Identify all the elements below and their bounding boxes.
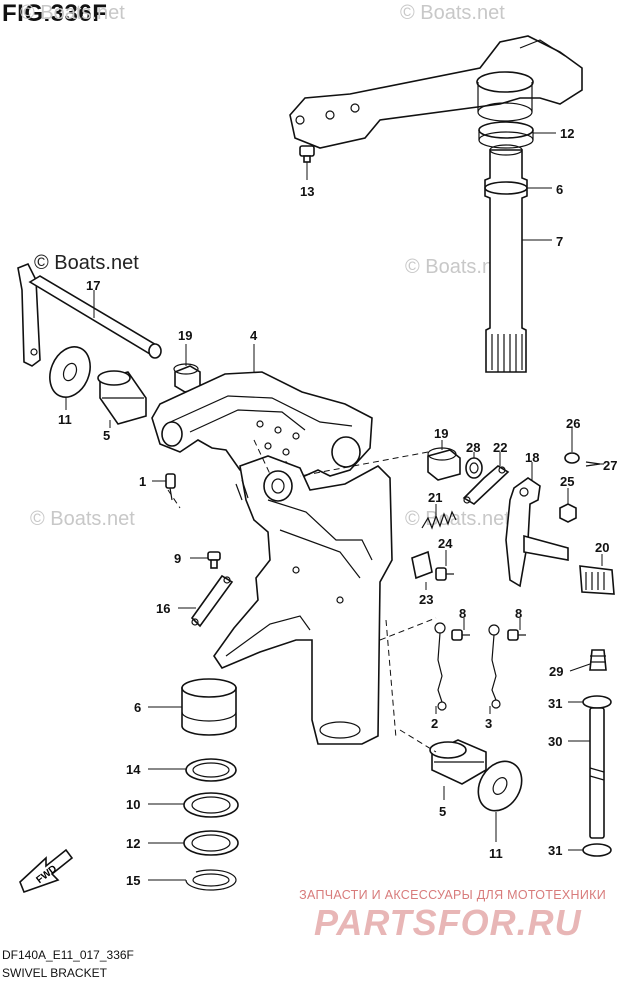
bolt-24 bbox=[435, 567, 454, 581]
callout: 6 bbox=[556, 182, 563, 197]
callout: 30 bbox=[548, 734, 562, 749]
grease-nipple-29 bbox=[589, 649, 607, 671]
callout: 20 bbox=[595, 540, 609, 555]
link-22 bbox=[462, 465, 510, 505]
washer-12 bbox=[478, 121, 534, 149]
callout: 17 bbox=[86, 278, 100, 293]
clip-31-upper bbox=[582, 695, 612, 709]
callout: 9 bbox=[174, 551, 181, 566]
pin-27 bbox=[585, 461, 601, 467]
washer-26 bbox=[564, 452, 580, 464]
callout: 2 bbox=[431, 716, 438, 731]
nut-25 bbox=[559, 503, 577, 523]
callout: 5 bbox=[103, 428, 110, 443]
callout: 29 bbox=[549, 664, 563, 679]
washer-12-lower bbox=[183, 830, 239, 856]
lever-16 bbox=[190, 574, 234, 628]
promo-logo: PARTSFOR.RU bbox=[314, 902, 582, 943]
callout: 19 bbox=[434, 426, 448, 441]
part-28 bbox=[465, 457, 483, 479]
callout: 21 bbox=[428, 490, 442, 505]
callout: 12 bbox=[560, 126, 574, 141]
bolt-8-right bbox=[507, 629, 526, 641]
bushing-6 bbox=[181, 678, 237, 736]
watermark: © Boats.net bbox=[30, 508, 135, 530]
bushing-5-left bbox=[97, 370, 147, 425]
callout: 11 bbox=[489, 846, 503, 861]
bracket-23 bbox=[411, 550, 433, 580]
snap-ring-15 bbox=[185, 869, 237, 891]
bolt-8-left bbox=[451, 629, 470, 641]
washer-14 bbox=[185, 758, 237, 782]
washer-10 bbox=[183, 792, 239, 818]
figure-title: FIG.336F bbox=[2, 0, 108, 27]
watermark: © Boats.net bbox=[34, 252, 139, 274]
spring-21 bbox=[421, 510, 457, 530]
callout: 16 bbox=[156, 601, 170, 616]
grip-20 bbox=[579, 565, 615, 595]
clip-31-lower bbox=[582, 843, 612, 857]
callouts: 12 6 7 13 17 19 4 11 5 1 26 27 19 28 22 … bbox=[58, 126, 617, 888]
bushing-5-right bbox=[429, 739, 487, 785]
promo-text: ЗАПЧАСТИ И АКСЕССУАРЫ ДЛЯ МОТОТЕХНИКИ bbox=[299, 888, 606, 902]
callout: 15 bbox=[126, 873, 140, 888]
ground-lead-3 bbox=[488, 624, 501, 709]
steering-shaft bbox=[484, 144, 528, 373]
callout: 11 bbox=[58, 412, 72, 427]
callout: 6 bbox=[134, 700, 141, 715]
callout: 1 bbox=[139, 474, 146, 489]
callout: 28 bbox=[466, 440, 480, 455]
callout: 19 bbox=[178, 328, 192, 343]
washer-11-left bbox=[49, 346, 91, 398]
ground-lead-2 bbox=[434, 622, 447, 711]
callout: 25 bbox=[560, 474, 574, 489]
callout: 8 bbox=[459, 606, 466, 621]
callout: 22 bbox=[493, 440, 507, 455]
bolt-1 bbox=[165, 473, 176, 501]
callout: 13 bbox=[300, 184, 314, 199]
callout: 31 bbox=[548, 696, 562, 711]
footer-title: SWIVEL BRACKET bbox=[2, 966, 107, 980]
clamp-bracket bbox=[213, 455, 393, 745]
callout: 23 bbox=[419, 592, 433, 607]
bolt-13 bbox=[299, 145, 315, 163]
callout: 10 bbox=[126, 797, 140, 812]
callout: 27 bbox=[603, 458, 617, 473]
steering-arm bbox=[289, 35, 583, 149]
watermark: © Boats.net bbox=[400, 2, 505, 24]
callout: 18 bbox=[525, 450, 539, 465]
callout: 24 bbox=[438, 536, 453, 551]
callout: 14 bbox=[126, 762, 141, 777]
callout: 7 bbox=[556, 234, 563, 249]
bushing-19-right bbox=[427, 447, 461, 481]
watermark: © Boats.net bbox=[20, 2, 125, 24]
footer-code: DF140A_E11_017_336F bbox=[2, 948, 134, 962]
assembly-lines bbox=[167, 439, 437, 753]
callout: 5 bbox=[439, 804, 446, 819]
swivel-bracket-4 bbox=[151, 371, 373, 479]
fwd-arrow: FWD bbox=[19, 848, 74, 894]
callout: 4 bbox=[250, 328, 258, 343]
callout: 8 bbox=[515, 606, 522, 621]
tube-30 bbox=[589, 707, 605, 839]
callout: 12 bbox=[126, 836, 140, 851]
callout: 26 bbox=[566, 416, 580, 431]
callout: 31 bbox=[548, 843, 562, 858]
tilt-lock-lever-18 bbox=[505, 477, 569, 588]
callout: 3 bbox=[485, 716, 492, 731]
watermark: © Boats.net bbox=[405, 256, 510, 278]
washer-11-right bbox=[477, 760, 523, 812]
screw-9 bbox=[207, 551, 221, 569]
